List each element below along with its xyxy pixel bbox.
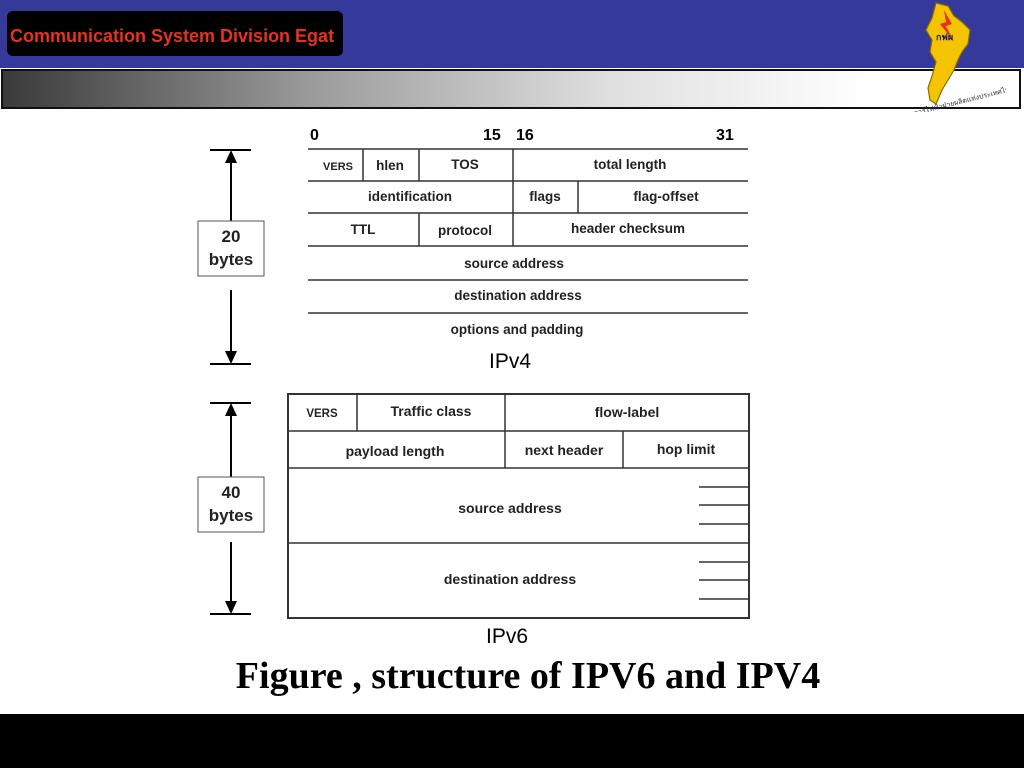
ipv4-field-options: options and padding — [451, 322, 584, 337]
ipv4-size-number: 20 — [222, 227, 241, 246]
logo-text: กฟผ — [936, 32, 953, 42]
ipv6-field-destination-address: destination address — [444, 571, 576, 587]
bit-label-15: 15 — [483, 127, 501, 144]
ipv4-field-header-checksum: header checksum — [571, 221, 685, 236]
ipv6-field-next-header: next header — [525, 442, 604, 458]
ipv4-field-destination-address: destination address — [454, 288, 582, 303]
ipv4-size-box — [197, 220, 265, 277]
ipv4-field-protocol: protocol — [438, 223, 492, 238]
ipv6-label: IPv6 — [486, 625, 529, 648]
ipv4-size-unit: bytes — [209, 250, 253, 269]
bit-label-16: 16 — [516, 127, 534, 144]
ipv4-size-indicator — [210, 149, 251, 365]
ipv4-field-flags: flags — [529, 189, 561, 204]
header-gradient-bar — [1, 69, 1021, 109]
ipv6-size-number: 40 — [222, 483, 241, 502]
footer-bar — [0, 714, 1024, 768]
ipv6-field-hop-limit: hop limit — [657, 441, 716, 457]
bit-label-0: 0 — [310, 127, 319, 144]
ipv6-field-flow-label: flow-label — [595, 404, 660, 420]
ipv4-field-tos: TOS — [451, 157, 479, 172]
ipv6-field-vers: VERS — [306, 408, 338, 420]
down-arrow-icon — [225, 351, 237, 364]
ipv4-col-lines — [362, 149, 579, 246]
ipv6-field-payload-length: payload length — [346, 443, 445, 459]
up-arrow-icon — [225, 403, 237, 416]
ipv4-field-flag-offset: flag-offset — [633, 189, 699, 204]
down-arrow-icon — [225, 601, 237, 614]
ipv4-label: IPv4 — [489, 350, 532, 373]
bit-label-31: 31 — [716, 127, 734, 144]
up-arrow-icon — [225, 150, 237, 163]
ipv6-field-source-address: source address — [458, 500, 562, 516]
ipv6-outline — [287, 393, 750, 619]
ipv6-size-box — [197, 476, 265, 533]
ipv6-size-unit: bytes — [209, 506, 253, 525]
title-box — [7, 11, 343, 56]
ipv4-field-source-address: source address — [464, 256, 564, 271]
ipv4-field-total-length: total length — [594, 157, 667, 172]
ipv4-row-lines — [308, 148, 748, 314]
ipv4-field-vers: VERS — [323, 161, 353, 173]
ipv6-field-traffic-class: Traffic class — [391, 403, 472, 419]
ipv4-field-ttl: TTL — [351, 222, 376, 237]
ipv6-grid-lines — [288, 394, 749, 600]
egat-logo: การไฟฟ้าฝ่ายผลิตแห่งประเทศไทย กฟผ — [913, 2, 1006, 112]
header-title: Communication System Division Egat — [10, 26, 335, 46]
ipv6-size-indicator — [210, 402, 251, 615]
ipv4-field-hlen: hlen — [376, 158, 404, 173]
figure-caption: Figure , structure of IPV6 and IPV4 — [235, 655, 821, 697]
ipv4-field-identification: identification — [368, 189, 452, 204]
